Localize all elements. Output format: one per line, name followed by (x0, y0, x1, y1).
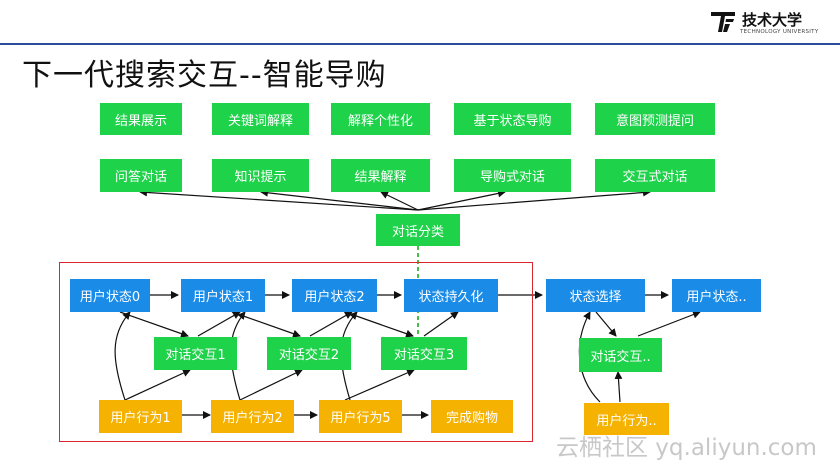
user-state-box: 用户状态0 (70, 279, 150, 312)
state-persistence-box: 状态持久化 (404, 279, 498, 312)
edge-classifier-guide (417, 189, 506, 211)
dialog-interaction-box: 对话交互1 (154, 337, 237, 370)
user-action-box: 用户行为.. (584, 403, 669, 435)
user-state-box: 用户状态2 (292, 279, 377, 312)
feature-box: 导购式对话 (454, 159, 571, 192)
feature-box: 结果展示 (100, 103, 182, 135)
purchase-complete-box: 完成购物 (431, 400, 513, 433)
feature-box: 解释个性化 (331, 103, 430, 135)
user-action-box: 用户行为5 (319, 400, 402, 433)
user-state-box: 用户状态.. (672, 279, 761, 312)
dialog-classifier-box: 对话分类 (376, 214, 460, 246)
feature-box: 意图预测提问 (595, 103, 715, 135)
edge-classifier-qa (139, 188, 419, 211)
edge-a1-i1 (124, 369, 191, 401)
watermark: 云栖社区 yq.aliyun.com (556, 435, 817, 461)
edge-classifier-interactive (417, 188, 651, 211)
header-divider (0, 43, 840, 45)
feature-box: 关键词解释 (212, 103, 309, 135)
dialog-interaction-box: 对话交互2 (267, 337, 351, 370)
feature-box: 问答对话 (100, 159, 182, 192)
edge-in-sn (637, 310, 701, 337)
page-title: 下一代搜索交互--智能导购 (22, 58, 387, 93)
edge-s0-i1 (119, 311, 189, 338)
feature-box: 交互式对话 (595, 159, 715, 192)
user-state-box: 用户状态1 (181, 279, 265, 312)
university-logo: 技术大学 TECHNOLOGY UNIVERSITY (710, 8, 835, 42)
logo-mark-icon (711, 12, 735, 32)
edge-i3-persist (423, 311, 459, 337)
edge-i1-s1 (197, 311, 241, 337)
state-selection-box: 状态选择 (546, 279, 645, 312)
edge-i2-s2 (309, 311, 353, 337)
edge-a2-i2 (239, 369, 303, 401)
edge-classifier-knowledge (260, 188, 419, 211)
feature-box: 知识提示 (212, 159, 309, 192)
edge-select-in (595, 311, 617, 337)
state-process-frame (59, 262, 533, 442)
dialog-interaction-box: 对话交互3 (381, 337, 467, 370)
feature-box: 基于状态导购 (454, 103, 571, 135)
logo-name: 技术大学 (742, 11, 803, 29)
edge-an-in (614, 371, 623, 403)
feature-box: 结果解释 (331, 159, 430, 192)
user-action-box: 用户行为1 (99, 400, 182, 433)
arc-a1-s0 (114, 311, 131, 401)
edge-classifier-result (380, 191, 419, 211)
logo-subtitle: TECHNOLOGY UNIVERSITY (740, 29, 819, 35)
dialog-interaction-box: 对话交互.. (579, 338, 662, 372)
edge-a5-i3 (344, 369, 415, 401)
user-action-box: 用户行为2 (211, 400, 294, 433)
